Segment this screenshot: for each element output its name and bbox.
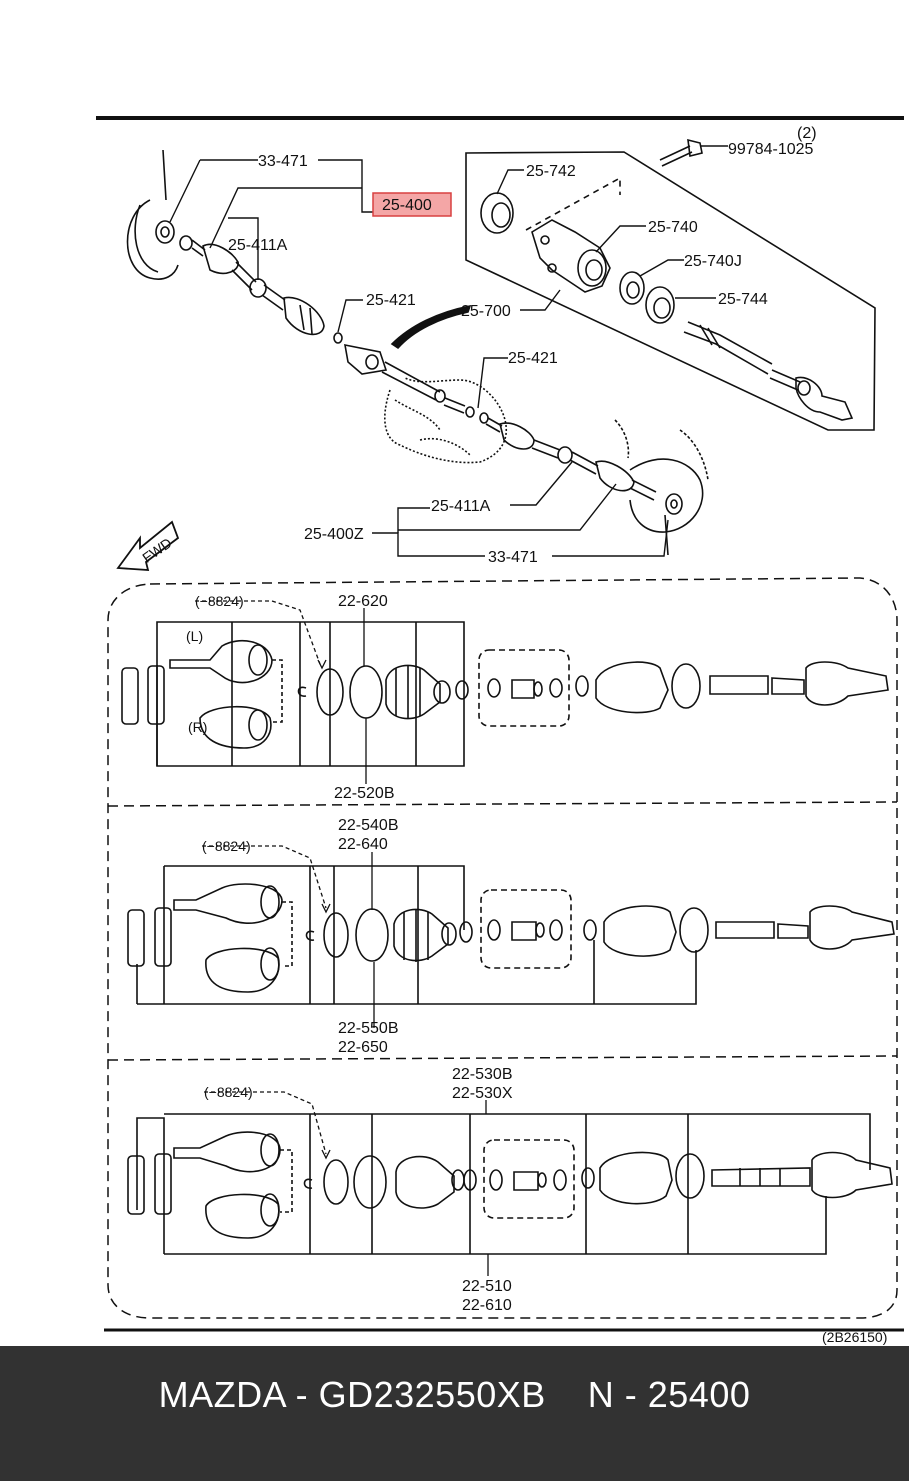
label-bolt: 99784-1025 xyxy=(728,141,814,158)
label-25-400-highlighted: 25-400 xyxy=(382,197,432,214)
parts-diagram: (2) 99784-1025 33-471 25-400 25-411A 25-… xyxy=(96,116,904,1345)
part-number-text: MAZDA - GD232550XB N - 25400 xyxy=(158,1374,751,1415)
fwd-label: FWD xyxy=(139,534,174,565)
panel1-left: (L) xyxy=(186,628,203,644)
panel2-label-a2: 22-640 xyxy=(338,836,388,853)
panel2-label-b1: 22-550B xyxy=(338,1020,399,1037)
panel3-label-b1: 22-510 xyxy=(462,1278,512,1295)
label-bolt-qty: (2) xyxy=(797,125,817,142)
label-25-411a-bottom: 25-411A xyxy=(431,498,491,515)
panel2-range: (−8824) xyxy=(202,838,251,854)
panel3-range: (−8824) xyxy=(204,1084,253,1100)
label-25-740: 25-740 xyxy=(648,219,698,236)
panel2-label-b2: 22-650 xyxy=(338,1039,388,1056)
label-25-400z: 25-400Z xyxy=(304,526,364,543)
diagram-code: (2B26150) xyxy=(822,1329,887,1345)
panel1-label-b: 22-520B xyxy=(334,785,395,802)
top-labels: (2) 99784-1025 33-471 25-400 25-411A 25-… xyxy=(228,125,817,566)
variants-outline xyxy=(107,577,898,1319)
top-exploded-view xyxy=(126,149,709,556)
panel3-label-a1: 22-530B xyxy=(452,1066,513,1083)
panel-2: (−8824) 22-540B 22-640 22-550B 22-650 xyxy=(127,817,895,1056)
label-25-700: 25-700 xyxy=(461,303,511,320)
top-leader-lines xyxy=(169,145,728,557)
panel3-label-a2: 22-530X xyxy=(452,1085,513,1102)
label-33-471-bottom: 33-471 xyxy=(488,549,538,566)
panel1-right: (R) xyxy=(188,719,207,735)
label-33-471-top: 33-471 xyxy=(258,153,308,170)
label-25-421-right: 25-421 xyxy=(508,350,558,367)
label-25-744: 25-744 xyxy=(718,291,768,308)
panel2-label-a1: 22-540B xyxy=(338,817,399,834)
label-25-421-left: 25-421 xyxy=(366,292,416,309)
panel3-label-b2: 22-610 xyxy=(462,1297,512,1314)
panel-3: (−8824) 22-530B 22-530X 22-510 22-610 xyxy=(127,1066,893,1314)
part-number-footer: MAZDA - GD232550XB N - 25400 xyxy=(0,1346,909,1481)
fwd-arrow-icon: FWD xyxy=(116,520,180,571)
inset-25-700 xyxy=(465,138,876,431)
panel-1: (−8824) 22-620 22-520B (L) (R) xyxy=(121,593,889,802)
panel1-label-a: 22-620 xyxy=(338,593,388,610)
label-25-411a-top: 25-411A xyxy=(228,237,288,254)
label-25-742: 25-742 xyxy=(526,163,576,180)
label-25-740j: 25-740J xyxy=(684,253,742,270)
panel1-range: (−8824) xyxy=(195,593,244,609)
highlight-box xyxy=(372,192,452,217)
